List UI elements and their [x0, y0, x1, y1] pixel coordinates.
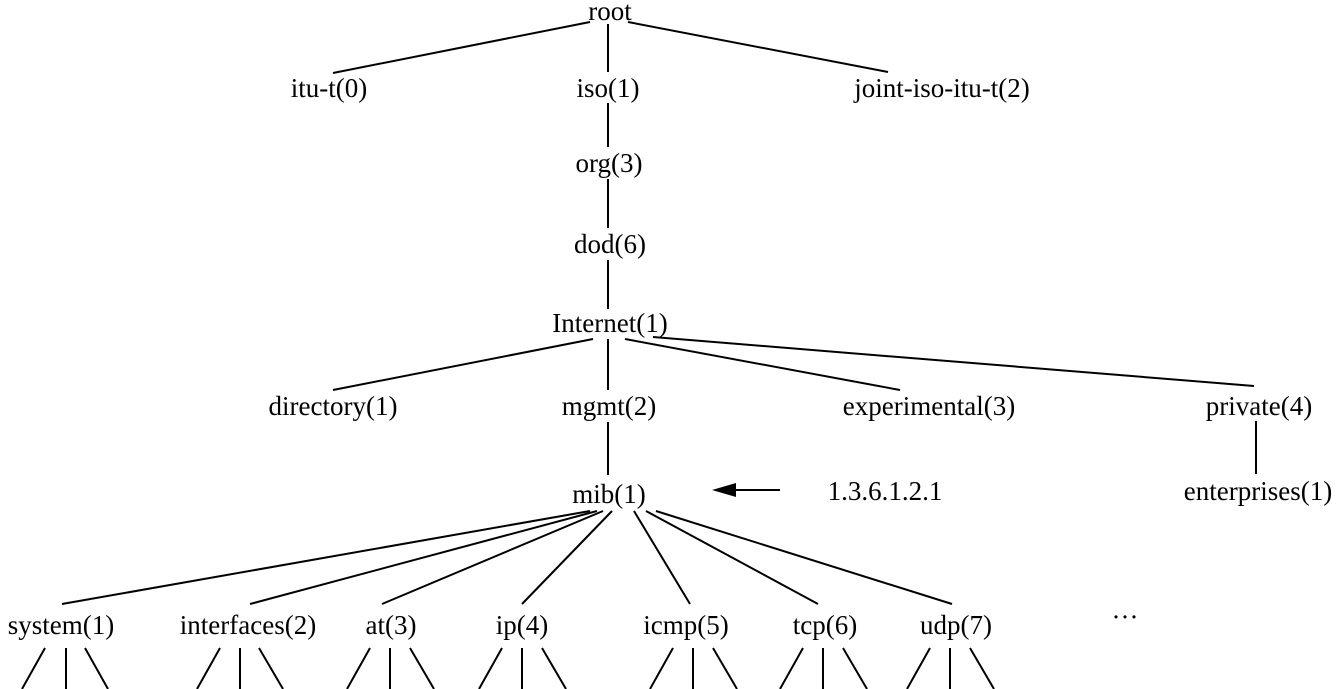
edge-mib-tcp	[645, 510, 819, 605]
node-more-ellipsis: ···	[1112, 602, 1139, 632]
edge-mib-ip	[521, 510, 613, 605]
edge-mib-system	[61, 510, 591, 605]
node-enterprises: enterprises(1)	[1184, 476, 1332, 506]
edge-internet-experimental	[624, 338, 901, 391]
node-mgmt: mgmt(2)	[562, 391, 657, 421]
stubs-interfaces	[196, 647, 284, 689]
stubs-system	[21, 647, 109, 689]
node-internet: Internet(1)	[552, 308, 667, 338]
node-org: org(3)	[576, 148, 643, 178]
edge-root-itu-t	[332, 21, 591, 74]
node-system: system(1)	[8, 610, 114, 640]
edge-internet-directory	[332, 338, 594, 391]
edge-mib-interfaces	[249, 510, 598, 605]
node-mib: mib(1)	[572, 479, 646, 509]
node-icmp: icmp(5)	[643, 610, 728, 640]
node-experimental: experimental(3)	[843, 391, 1015, 421]
node-interfaces: interfaces(2)	[180, 610, 316, 640]
node-itu-t: itu-t(0)	[291, 73, 367, 103]
edge-internet-private	[652, 336, 1255, 387]
oid-annotation: 1.3.6.1.2.1	[828, 476, 943, 506]
node-iso: iso(1)	[577, 73, 640, 103]
edge-mib-icmp	[633, 510, 691, 605]
node-tcp: tcp(6)	[793, 610, 857, 640]
node-directory: directory(1)	[269, 391, 398, 421]
stubs-tcp	[779, 647, 868, 689]
node-root: root	[588, 0, 632, 26]
node-joint-iso-itu-t: joint-iso-itu-t(2)	[853, 73, 1029, 103]
edge-mib-udp	[655, 510, 953, 605]
node-dod: dod(6)	[574, 229, 646, 259]
edge-root-joint-iso-itu-t	[627, 21, 889, 73]
stubs-icmp	[649, 647, 738, 689]
node-udp: udp(7)	[920, 610, 992, 640]
node-at: at(3)	[366, 610, 417, 640]
node-ip: ip(4)	[496, 610, 548, 640]
stubs-at	[346, 647, 435, 689]
stubs-udp	[906, 647, 995, 689]
edge-mib-at	[381, 510, 604, 605]
stubs-ip	[478, 647, 567, 689]
node-private: private(4)	[1206, 391, 1312, 421]
oid-arrow-head	[712, 483, 736, 497]
